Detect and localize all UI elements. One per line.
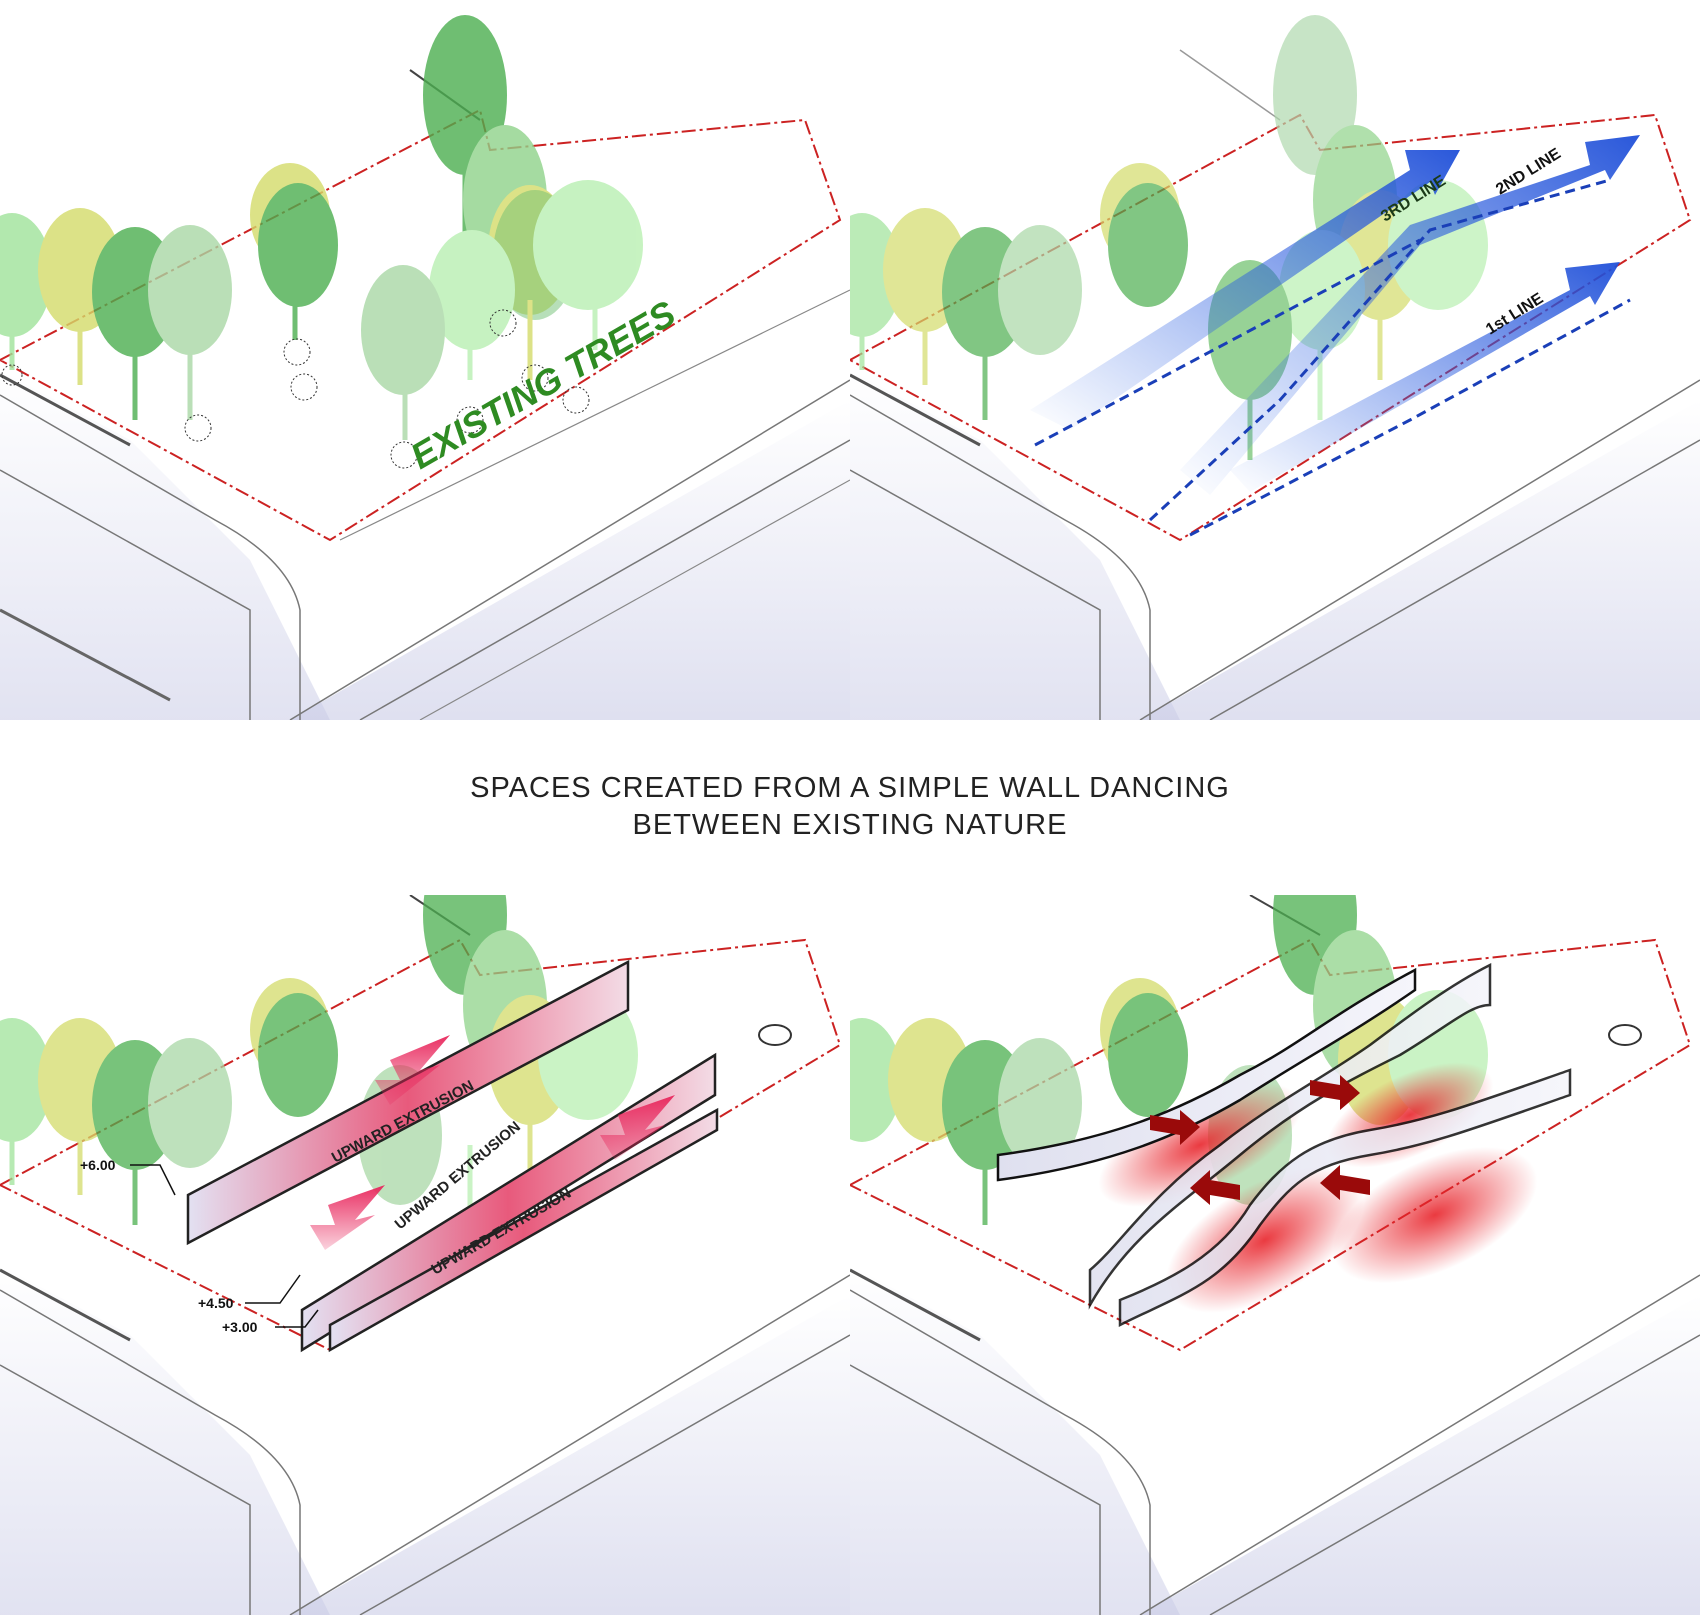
inward-arrow-icon [1320,1165,1370,1200]
dancing-wall [996,962,1572,1328]
level-mid-label: +4.50 [198,1295,234,1311]
tree-group [0,15,643,440]
inward-arrow-icon [1190,1170,1240,1205]
up-arrow-icon [310,1185,385,1250]
circulation-lines-panel: 3RD LINE 2ND LINE 1st LINE [850,0,1700,720]
up-arrow-icon [600,1095,675,1160]
inward-arrow-icon [1150,1110,1200,1145]
level-low-label: +3.00 [222,1319,258,1335]
level-high-label: +6.00 [80,1157,116,1173]
site-marker-circle [758,1024,792,1046]
site-context [850,895,1700,1615]
site-marker-circle [1608,1024,1642,1046]
extrusion-arrows [310,1035,675,1250]
site-boundary [0,108,842,542]
wall-mid [300,1052,717,1353]
caption-line-1: SPACES CREATED FROM A SIMPLE WALL DANCIN… [470,772,1230,804]
wall-low [328,1107,719,1353]
wall-high [186,959,630,1246]
existing-trees-diagram: EXISTING TREES [0,15,850,720]
third-line-arrow [1030,150,1460,430]
first-line-arrow [1230,262,1620,492]
site-context [0,69,850,720]
existing-trees-panel: EXISTING TREES [0,0,850,720]
created-spaces-panel [850,895,1700,1615]
tree-trunk-markers [1,309,590,469]
space-arrows [1150,1075,1370,1205]
inward-arrow-icon [1310,1075,1360,1110]
level-callouts [130,1164,319,1328]
circulation-lines-diagram: 3RD LINE 2ND LINE 1st LINE [850,15,1700,720]
site-context [850,49,1700,720]
site-boundary [850,938,1692,1352]
second-line-arrow [1180,135,1640,495]
diagram-caption: SPACES CREATED FROM A SIMPLE WALL DANCIN… [0,770,1700,844]
caption-line-2: BETWEEN EXISTING NATURE [632,809,1068,841]
circulation-arrows [1030,135,1640,537]
up-arrow-icon [375,1035,450,1105]
upward-extrusion-diagram: UPWARD EXTRUSION UPWARD EXTRUSION UPWARD… [0,895,850,1615]
upward-extrusion-panel: UPWARD EXTRUSION UPWARD EXTRUSION UPWARD… [0,895,850,1615]
created-spaces-diagram [850,895,1700,1615]
